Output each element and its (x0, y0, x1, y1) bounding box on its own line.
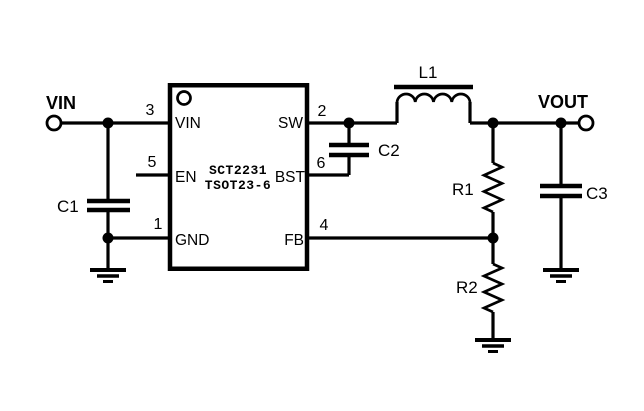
resistor-r2: R2 (456, 262, 506, 314)
junction-dot-gnd (102, 232, 114, 244)
ic-pin1-indicator-icon (176, 90, 192, 106)
ground-symbol-c3 (543, 268, 579, 283)
r1-label: R1 (452, 180, 474, 199)
ic-pin-name-en: EN (175, 169, 197, 186)
vout-terminal (577, 114, 595, 132)
c1-label: C1 (57, 197, 79, 216)
resistor-r1: R1 (452, 161, 506, 214)
ic-sct2231: SCT2231 TSOT23-6 VIN EN GND SW BST FB 3 … (146, 83, 329, 271)
c3-label: C3 (586, 184, 608, 203)
junction-dots (102, 117, 567, 244)
ic-pin-number-6: 6 (317, 155, 326, 172)
ic-package: TSOT23-6 (205, 178, 271, 193)
inductor-l1: L1 (394, 63, 473, 123)
r1-zigzag (480, 161, 506, 214)
junction-dot-vin (102, 117, 114, 129)
vin-terminal (45, 114, 63, 132)
ic-pin-name-vin: VIN (175, 115, 201, 132)
junction-dot-fb (487, 232, 499, 244)
ic-pin-number-5: 5 (148, 154, 157, 171)
junction-dot-vout-c3 (555, 117, 567, 129)
capacitor-c1: C1 (57, 197, 130, 216)
capacitor-c2: C2 (329, 141, 400, 160)
ic-pin-name-sw: SW (278, 115, 303, 132)
ic-outline (167, 83, 310, 271)
ic-pin-number-4: 4 (320, 217, 329, 234)
l1-label: L1 (419, 63, 438, 82)
vin-net-label: VIN (46, 93, 76, 113)
ground-symbol-r2 (475, 338, 511, 353)
ic-pin-number-2: 2 (318, 103, 327, 120)
c2-label: C2 (378, 141, 400, 160)
ic-pin-number-3: 3 (146, 102, 155, 119)
r2-zigzag (480, 262, 506, 314)
ic-pin-name-bst: BST (275, 169, 306, 186)
junction-dot-sw (343, 117, 355, 129)
vout-net-label: VOUT (538, 92, 588, 112)
ic-pin-number-1: 1 (154, 216, 163, 233)
ic-part-number: SCT2231 (209, 163, 267, 178)
junction-dot-vout-r1 (487, 117, 499, 129)
l1-coil (395, 92, 472, 103)
capacitor-c3: C3 (540, 183, 608, 203)
ground-symbol-c1 (90, 268, 126, 283)
ic-pin-name-gnd: GND (175, 232, 209, 249)
r2-label: R2 (456, 278, 478, 297)
ic-pin-name-fb: FB (284, 232, 304, 249)
